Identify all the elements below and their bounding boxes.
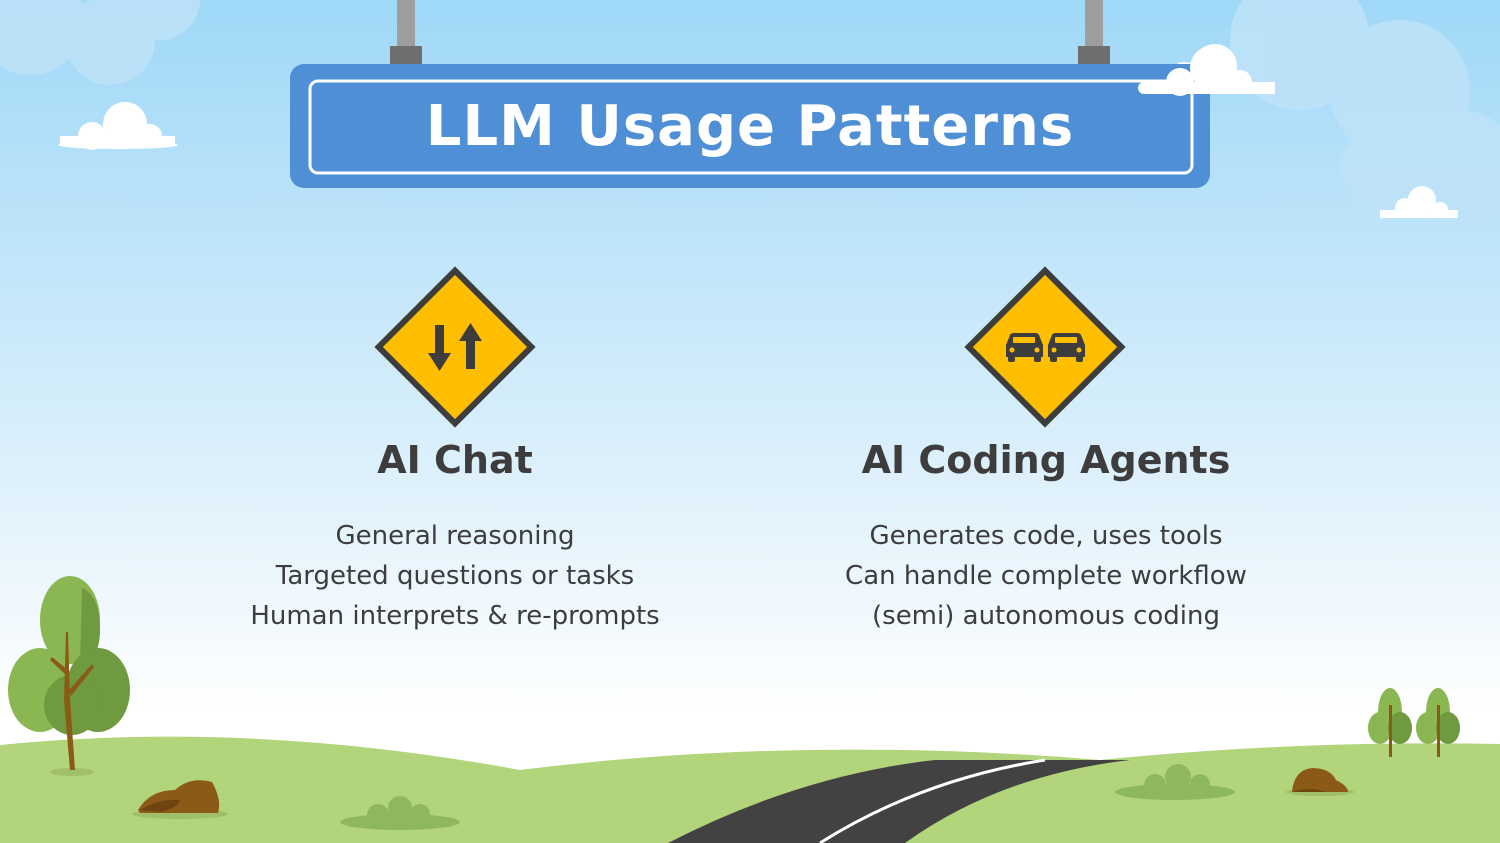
rock-right xyxy=(1286,768,1354,796)
rock-left xyxy=(132,780,228,819)
bush-right xyxy=(1115,764,1235,800)
list-item: General reasoning xyxy=(335,521,575,551)
section-heading: AI Chat xyxy=(377,438,533,482)
list-item: Generates code, uses tools xyxy=(869,521,1223,551)
road-line xyxy=(819,758,1046,843)
list-item: Can handle complete workflow xyxy=(845,561,1247,591)
feature-list: General reasoning Targeted questions or … xyxy=(155,516,755,636)
ai-coding-agents-section: AI Coding Agents Generates code, uses to… xyxy=(746,430,1346,636)
two-cars-icon xyxy=(964,266,1126,428)
bush-left xyxy=(340,796,460,830)
list-item: Targeted questions or tasks xyxy=(275,561,635,591)
list-item: (semi) autonomous coding xyxy=(872,601,1220,631)
tree-small-2 xyxy=(1416,688,1460,757)
page-title: LLM Usage Patterns xyxy=(425,93,1075,159)
sign-poles xyxy=(390,0,1110,66)
list-item: Human interprets & re-prompts xyxy=(250,601,660,631)
feature-list: Generates code, uses tools Can handle co… xyxy=(746,516,1346,636)
title-sign-board xyxy=(290,64,1210,188)
two-way-traffic-arrows-icon xyxy=(374,266,536,428)
cloud-on-sign xyxy=(1138,46,1274,96)
tree-small-1 xyxy=(1368,688,1412,757)
tree-large xyxy=(8,576,130,776)
corner-cloud-left xyxy=(0,0,200,85)
section-heading: AI Coding Agents xyxy=(861,438,1231,482)
ai-chat-section: AI Chat General reasoning Targeted quest… xyxy=(155,430,755,636)
cloud-small-left xyxy=(58,102,178,150)
cloud-small-right xyxy=(1380,186,1458,218)
